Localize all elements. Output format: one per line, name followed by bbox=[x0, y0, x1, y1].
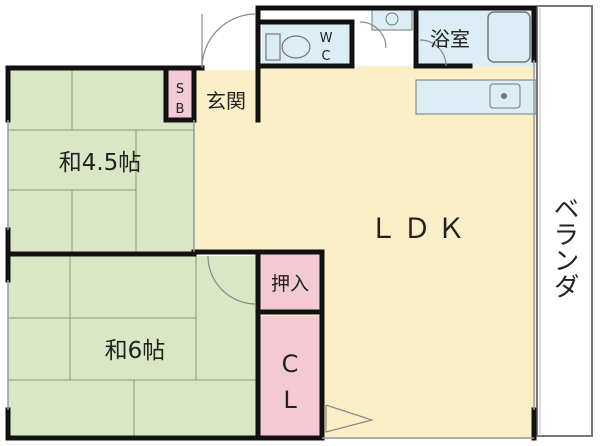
genkan-floor bbox=[195, 70, 257, 120]
oshiire-label: 押入 bbox=[271, 273, 309, 295]
closet-label-top: C bbox=[282, 350, 299, 378]
bathtub-icon bbox=[487, 11, 531, 63]
veranda-label: ベランダ bbox=[549, 195, 579, 299]
wc-label-bottom: C bbox=[321, 49, 330, 64]
closet-label-bottom: L bbox=[283, 386, 297, 414]
shoebox-area bbox=[166, 70, 194, 120]
sb-label-bottom: B bbox=[176, 102, 185, 117]
washitsu-45-floor bbox=[8, 68, 194, 252]
tatami-lines-45 bbox=[8, 68, 194, 252]
ldk-label: ＬＤＫ bbox=[369, 212, 471, 245]
thin-lines bbox=[7, 60, 535, 439]
door-swings bbox=[201, 13, 447, 433]
toilet-icon bbox=[265, 33, 311, 61]
genkan-label: 玄関 bbox=[206, 89, 246, 113]
hallway-floor bbox=[192, 118, 260, 252]
bath-floor bbox=[418, 8, 536, 66]
veranda-area bbox=[536, 5, 593, 437]
washitsu-45-label: 和4.5帖 bbox=[59, 150, 142, 176]
walls bbox=[5, 5, 537, 441]
oshiire-area bbox=[260, 254, 320, 310]
kitchen-sink-icon bbox=[489, 83, 521, 109]
washitsu-6-label: 和6帖 bbox=[105, 338, 166, 364]
sink-top bbox=[371, 7, 413, 31]
closet-area bbox=[260, 316, 320, 438]
wc-floor bbox=[262, 22, 354, 66]
wc-label-top: W bbox=[320, 31, 333, 46]
washitsu-6-floor bbox=[8, 256, 258, 438]
sink-icon bbox=[385, 12, 399, 26]
kitchen-counter bbox=[415, 79, 537, 115]
stove-icon bbox=[501, 93, 507, 99]
sb-label-top: S bbox=[176, 82, 184, 97]
bath-label: 浴室 bbox=[430, 27, 470, 51]
tatami-lines-6 bbox=[8, 256, 258, 438]
